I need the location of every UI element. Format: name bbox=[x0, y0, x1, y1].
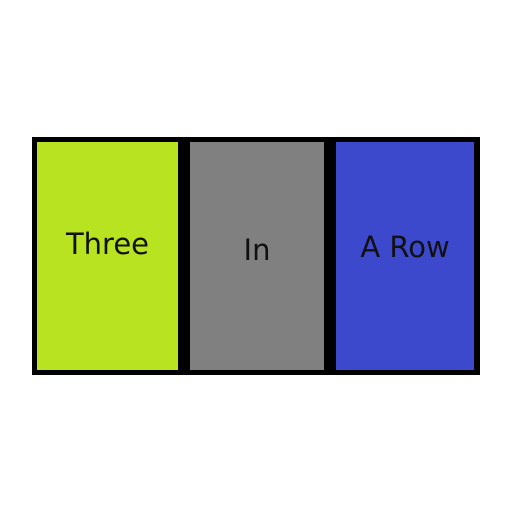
panel-in: In bbox=[190, 142, 324, 370]
three-panel-frame: Three In A Row bbox=[32, 137, 480, 375]
panel-label-a-row: A Row bbox=[360, 230, 450, 264]
panel-label-in: In bbox=[243, 233, 271, 267]
panel-label-three: Three bbox=[65, 227, 150, 261]
panel-three: Three bbox=[37, 142, 178, 370]
panel-a-row: A Row bbox=[336, 142, 474, 370]
